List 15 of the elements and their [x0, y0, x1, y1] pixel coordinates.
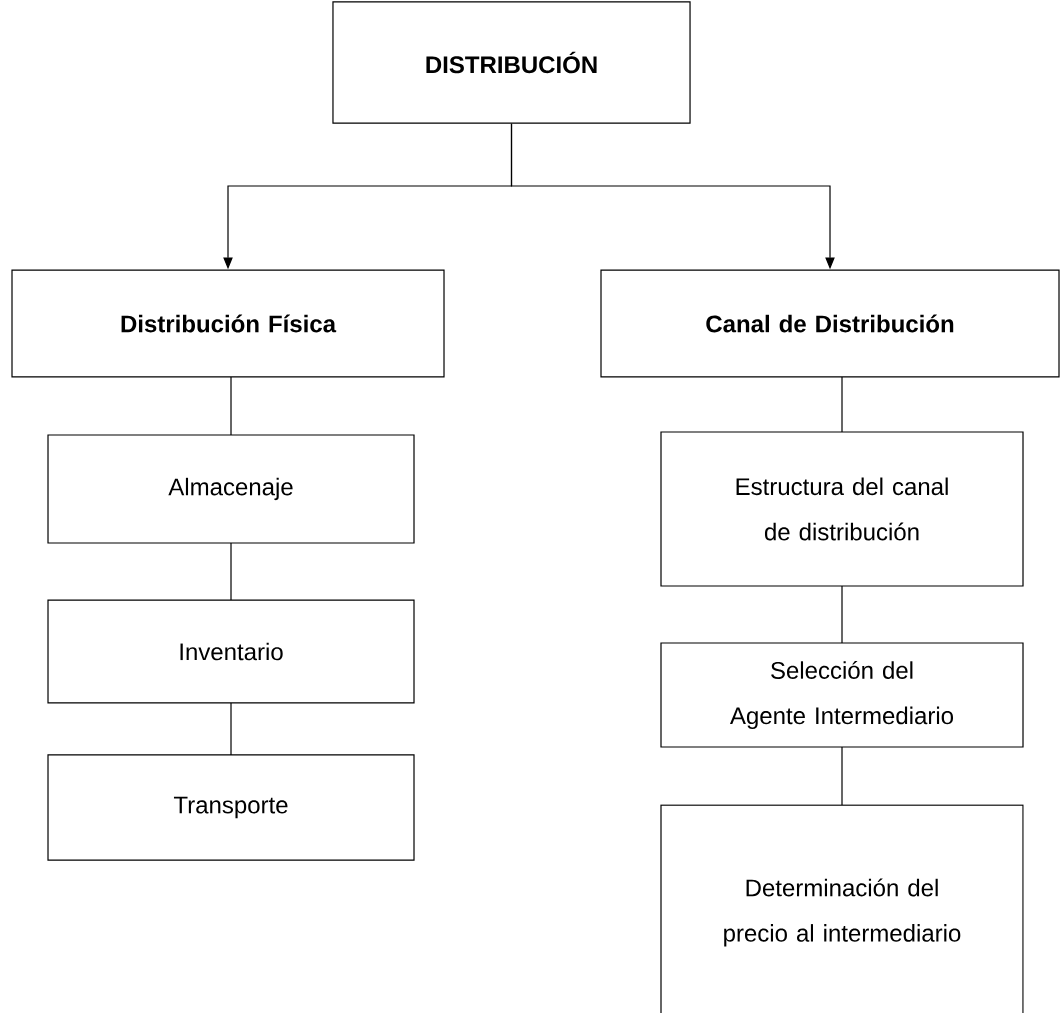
- item-box: Inventario: [47, 599, 415, 704]
- connector: [230, 376, 232, 436]
- connector: [230, 702, 232, 756]
- item-box: Determinación del precio al intermediario: [660, 804, 1024, 1013]
- connector: [230, 542, 232, 601]
- item-box: Selección del Agente Intermediario: [660, 642, 1024, 748]
- item-box: Transporte: [47, 754, 415, 861]
- item-box: Almacenaje: [47, 434, 415, 544]
- connector: [841, 376, 843, 433]
- title-box: DISTRIBUCIÓN: [332, 1, 691, 124]
- connector: [841, 585, 843, 644]
- connector: [841, 746, 843, 806]
- category-box: Distribución Física: [11, 269, 445, 378]
- item-box: Estructura del canal de distribución: [660, 431, 1024, 587]
- category-box: Canal de Distribución: [600, 269, 1060, 378]
